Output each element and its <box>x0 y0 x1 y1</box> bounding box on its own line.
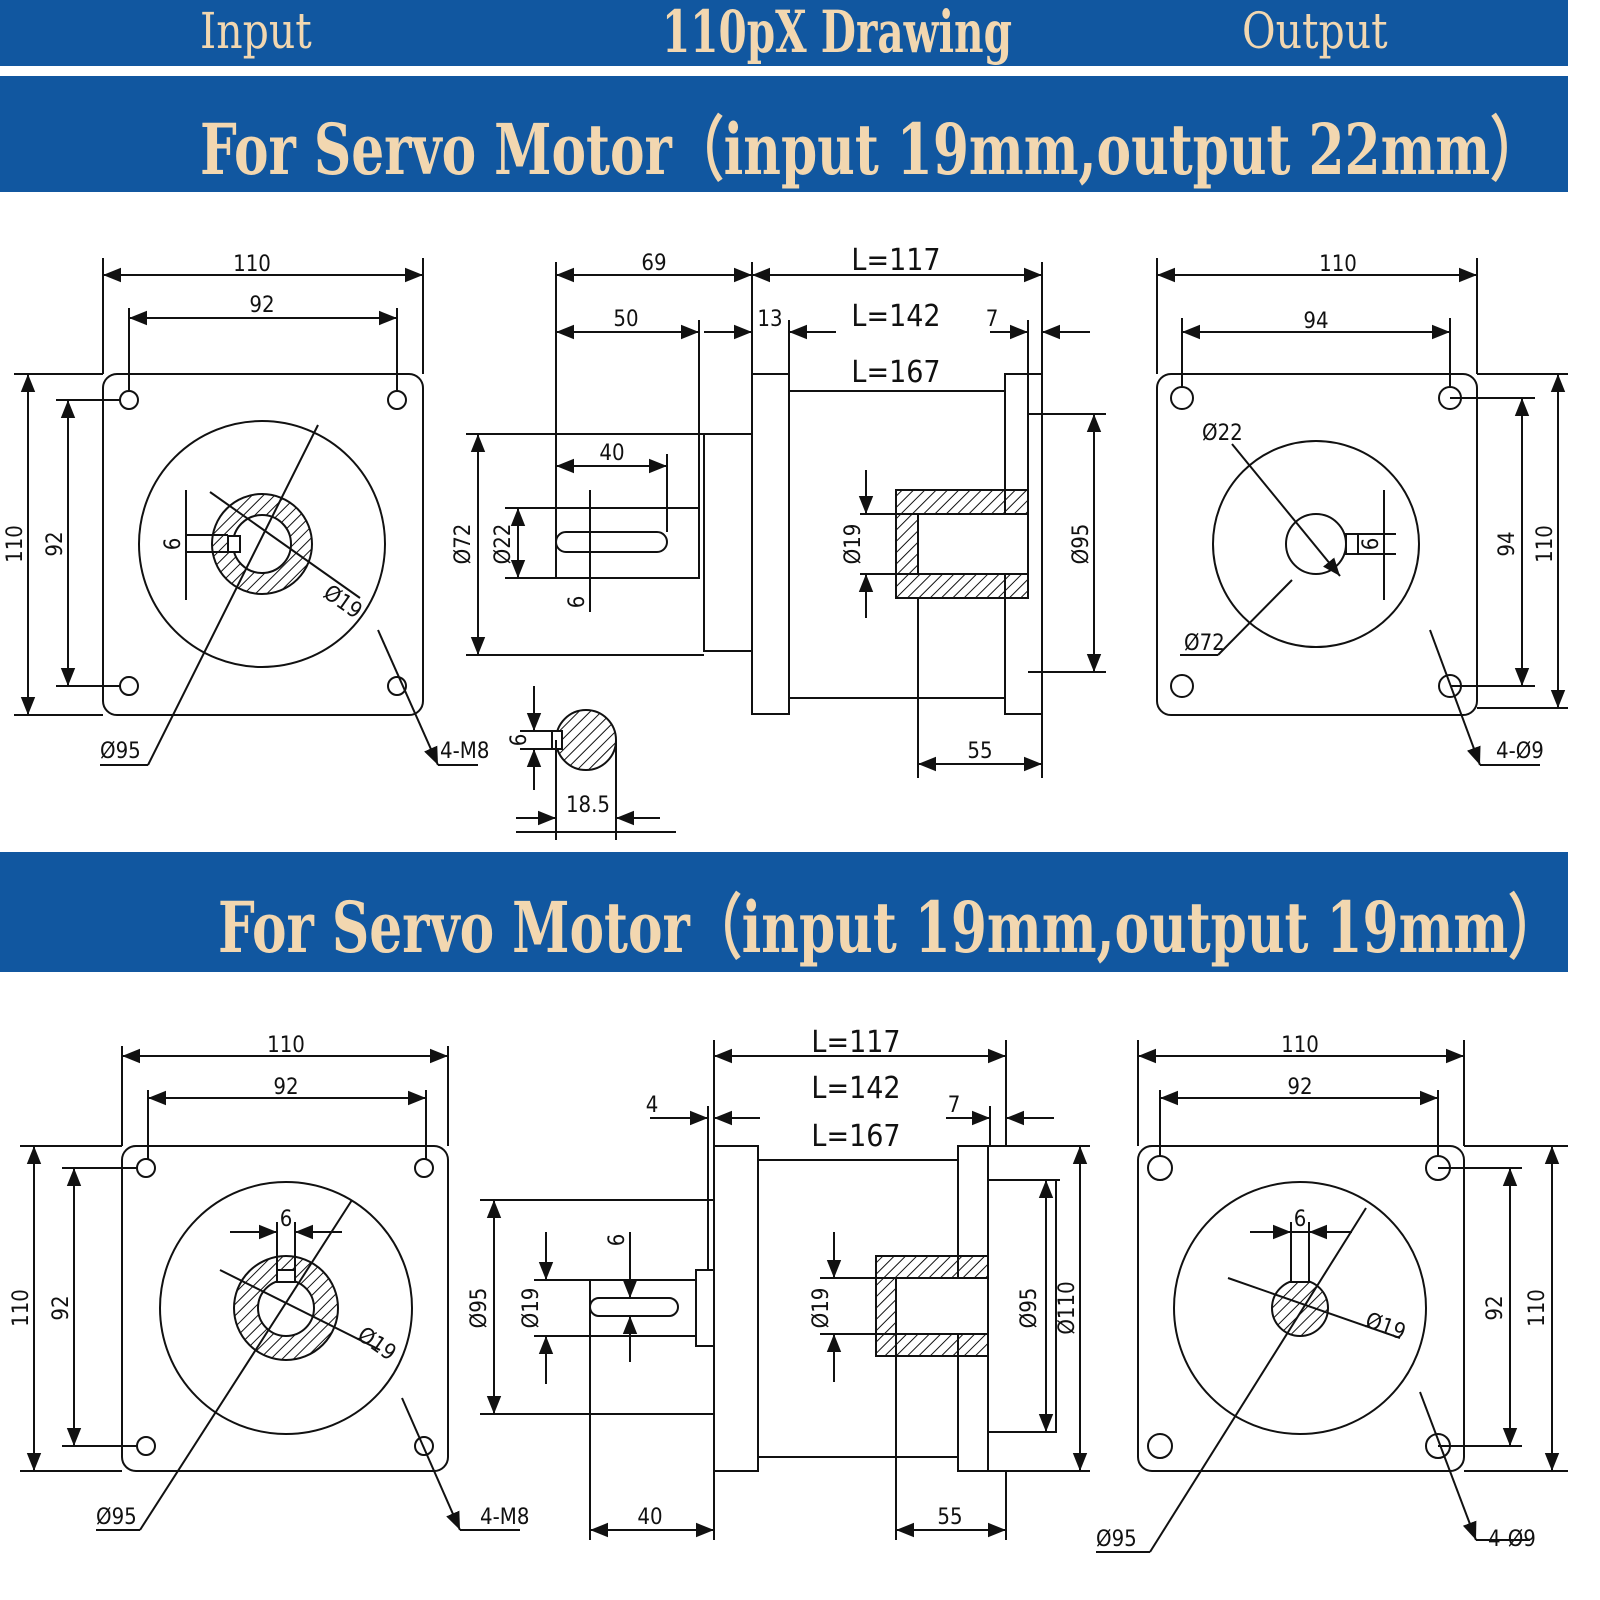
s1-out-holes: 4-Ø9 <box>1496 739 1544 764</box>
s2-out-holes: 4-Ø9 <box>1488 1527 1536 1552</box>
s2-output-view <box>1096 1040 1568 1553</box>
s1-side-40: 40 <box>599 441 624 466</box>
s1-side-L167: L=167 <box>851 355 940 390</box>
s2-out-width: 110 <box>1281 1033 1319 1058</box>
s1-side-view <box>466 262 1106 778</box>
s2-in-pilot: Ø95 <box>96 1505 137 1530</box>
s1-in-bolt-pitch: 92 <box>249 293 274 318</box>
s2-out-height: 110 <box>1525 1289 1550 1327</box>
s2-side-40: 40 <box>637 1505 662 1530</box>
drawing-title: 110pX Drawing <box>662 0 1012 66</box>
section1-title: For Servo Motor（input 19mm,output 22mm） <box>200 108 1543 191</box>
s2-in-bolt-pitch-v: 92 <box>49 1295 74 1320</box>
s2-in-height: 110 <box>9 1289 34 1327</box>
section2-title: For Servo Motor（input 19mm,output 19mm） <box>218 886 1561 969</box>
s1-side-dia22: Ø22 <box>491 524 516 565</box>
s1-out-bolt-pitch: 94 <box>1303 309 1328 334</box>
s1-out-pilot: Ø72 <box>1184 631 1225 656</box>
s2-in-key: 6 <box>280 1207 293 1232</box>
s1-side-69: 69 <box>641 251 666 276</box>
s1-in-bore: Ø19 <box>319 580 367 624</box>
s1-in-bolt-pitch-v: 92 <box>43 531 68 556</box>
header-separator <box>0 66 1568 74</box>
section1-band <box>0 76 1568 192</box>
s2-input-view <box>20 1046 520 1531</box>
s1-input-view <box>14 258 478 766</box>
s2-side-55: 55 <box>937 1505 962 1530</box>
s2-side-dia19a: Ø19 <box>519 1288 544 1329</box>
s2-in-holes: 4-M8 <box>480 1505 529 1530</box>
s1-side-13: 13 <box>757 307 782 332</box>
s2-out-bolt-pitch-v: 92 <box>1483 1295 1508 1320</box>
s1-in-height: 110 <box>3 525 28 563</box>
s1-side-55: 55 <box>967 739 992 764</box>
s1-side-key6: 6 <box>565 596 590 609</box>
s2-side-L117: L=117 <box>811 1025 900 1060</box>
technical-drawing: 110 92 110 92 6 Ø19 Ø95 4-M8 69 50 13 40… <box>3 243 1568 1553</box>
s1-out-shaft: Ø22 <box>1202 421 1243 446</box>
s2-in-width: 110 <box>267 1033 305 1058</box>
s1-in-holes: 4-M8 <box>440 739 489 764</box>
s1-shaft-section <box>516 686 676 840</box>
s1-side-7: 7 <box>986 307 999 332</box>
s1-output-view <box>1156 258 1568 766</box>
s1-out-width: 110 <box>1319 252 1357 277</box>
s2-in-bore: Ø19 <box>353 1322 401 1366</box>
s1-side-L117: L=117 <box>851 243 940 278</box>
s1-side-dia19: Ø19 <box>841 524 866 565</box>
s2-side-L142: L=142 <box>811 1071 900 1106</box>
s2-side-7: 7 <box>948 1093 961 1118</box>
s2-side-dia95b: Ø95 <box>1017 1288 1042 1329</box>
s2-side-view <box>480 1040 1090 1540</box>
s1-shaft-dim: 18.5 <box>566 793 610 818</box>
section2-band <box>0 852 1568 972</box>
s2-side-dia95: Ø95 <box>467 1288 492 1329</box>
output-label: Output <box>1242 2 1388 60</box>
s2-out-shaft: Ø19 <box>1362 1308 1409 1345</box>
s2-in-bolt-pitch: 92 <box>273 1075 298 1100</box>
s1-out-bolt-pitch-v: 94 <box>1495 531 1520 556</box>
s1-in-width: 110 <box>233 252 271 277</box>
s2-out-pilot: Ø95 <box>1096 1527 1137 1552</box>
s1-side-dia95: Ø95 <box>1069 524 1094 565</box>
s2-side-L167: L=167 <box>811 1119 900 1154</box>
header-band <box>0 0 1568 66</box>
s2-side-key6: 6 <box>605 1234 630 1247</box>
s1-out-height: 110 <box>1533 525 1558 563</box>
input-label: Input <box>200 2 312 60</box>
s2-out-key: 6 <box>1294 1207 1307 1232</box>
s2-out-bolt-pitch: 92 <box>1287 1075 1312 1100</box>
s2-side-dia110: Ø110 <box>1055 1281 1080 1334</box>
s2-side-4: 4 <box>646 1093 659 1118</box>
s1-side-dia72: Ø72 <box>451 524 476 565</box>
s1-in-pilot: Ø95 <box>100 739 141 764</box>
s1-in-key: 6 <box>161 538 186 551</box>
s2-side-dia19b: Ø19 <box>809 1288 834 1329</box>
s1-shaft-key: 6 <box>507 734 532 747</box>
s1-side-L142: L=142 <box>851 299 940 334</box>
s1-side-50: 50 <box>613 307 638 332</box>
s1-out-key: 6 <box>1359 538 1384 551</box>
